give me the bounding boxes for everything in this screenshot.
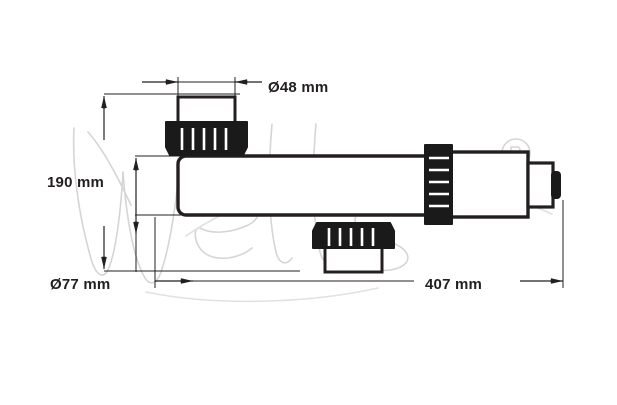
- main-body-tube: [176, 154, 440, 217]
- right-collar-nut: [424, 144, 453, 225]
- dimension-lines: [101, 79, 563, 284]
- right-end-tab: [551, 171, 561, 199]
- bottom-union-nut: [312, 222, 395, 249]
- bottom-port-stub: [323, 243, 384, 274]
- top-port-stub: [176, 95, 237, 127]
- right-collar-nut-knurl: [429, 156, 449, 208]
- top-union-nut: [165, 121, 248, 156]
- right-end-cap: [526, 161, 555, 209]
- dimension-label-190: 190 mm: [47, 174, 105, 191]
- bottom-union-nut-knurl: [327, 228, 375, 246]
- dimension-label-d48: Ø48 mm: [268, 79, 329, 96]
- dimension-label-407: 407 mm: [425, 276, 483, 293]
- top-union-nut-knurl: [180, 128, 228, 150]
- dimension-label-d77: Ø77 mm: [50, 276, 111, 293]
